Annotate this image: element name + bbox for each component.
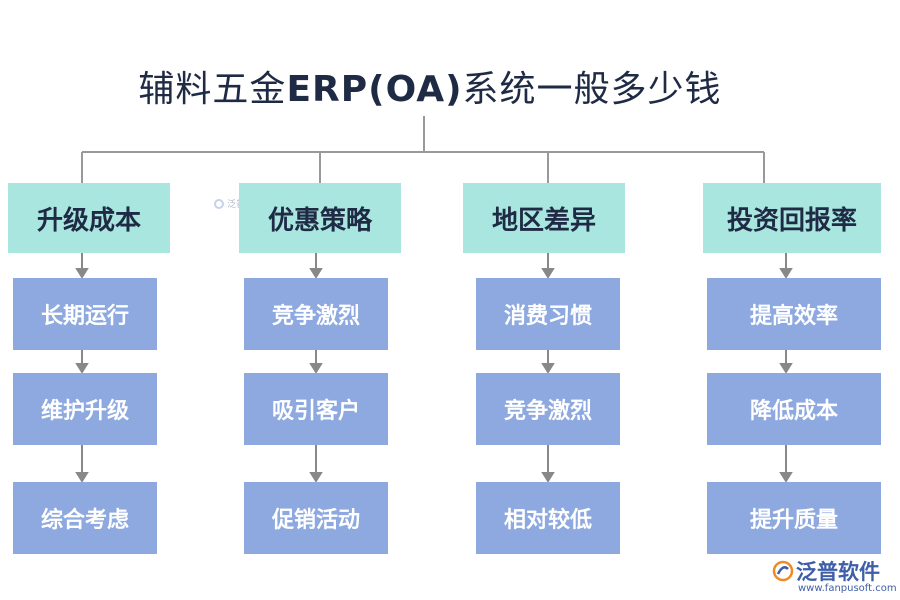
arrow-head <box>309 363 323 374</box>
box-relatively-low: 相对较低 <box>476 482 620 554</box>
box-fierce-competition-2: 竞争激烈 <box>476 373 620 445</box>
arrow-head <box>75 268 89 279</box>
box-long-term-operation: 长期运行 <box>13 278 157 350</box>
box-maintenance-upgrade: 维护升级 <box>13 373 157 445</box>
box-improve-efficiency: 提高效率 <box>707 278 881 350</box>
title-part-2: ERP(OA) <box>286 69 463 110</box>
box-comprehensive: 综合考虑 <box>13 482 157 554</box>
head-discount-strategy: 优惠策略 <box>239 183 401 253</box>
brand-name: 泛普软件 <box>796 560 880 584</box>
box-promotions: 促销活动 <box>244 482 388 554</box>
arrow-head <box>779 268 793 279</box>
head-regional-difference: 地区差异 <box>463 183 625 253</box>
box-reduce-cost: 降低成本 <box>707 373 881 445</box>
brand-url: www.fanpusoft.com <box>798 583 897 594</box>
arrow-head <box>779 363 793 374</box>
watermark-logo-icon <box>214 198 224 209</box>
arrow-head <box>779 472 793 483</box>
arrow-head <box>541 363 555 374</box>
brand-logo: 泛普软件 www.fanpusoft.com <box>772 556 897 596</box>
arrow-head <box>75 472 89 483</box>
arrow-head <box>541 472 555 483</box>
title-part-1: 辅料五金 <box>138 69 287 110</box>
arrow-head <box>541 268 555 279</box>
brand-logo-icon <box>772 560 794 582</box>
title-part-3: 系统一般多少钱 <box>462 69 722 110</box>
arrow-head <box>309 472 323 483</box>
box-consumer-habits: 消费习惯 <box>476 278 620 350</box>
box-attract-customers: 吸引客户 <box>244 373 388 445</box>
arrow-head <box>75 363 89 374</box>
arrow-head <box>309 268 323 279</box>
box-improve-quality: 提升质量 <box>707 482 881 554</box>
head-upgrade-cost: 升级成本 <box>8 183 170 253</box>
box-fierce-competition: 竞争激烈 <box>244 278 388 350</box>
page-title: 辅料五金ERP(OA)系统一般多少钱 <box>0 60 860 112</box>
head-roi: 投资回报率 <box>703 183 881 253</box>
